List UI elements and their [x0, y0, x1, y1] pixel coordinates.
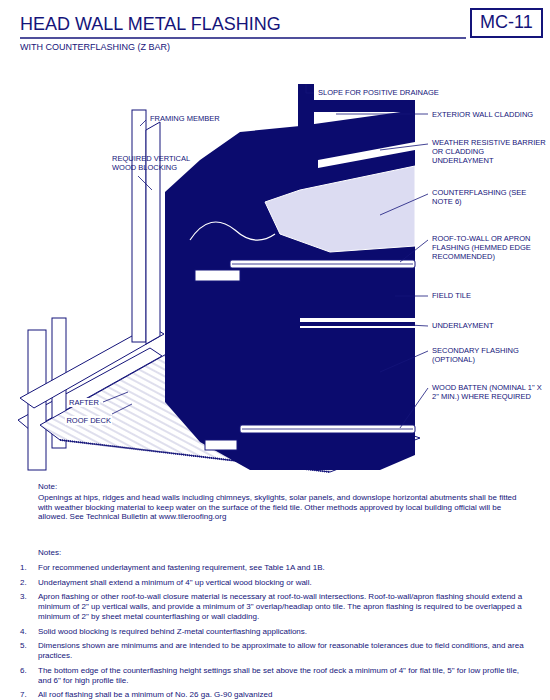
hem-line [242, 429, 413, 430]
drawing-title: HEAD WALL METAL FLASHING [20, 14, 281, 36]
leader-line [140, 120, 146, 126]
exterior-wall-cladding [298, 84, 314, 202]
note-text: The bottom edge of the counterflashing h… [38, 666, 528, 686]
leader-lines [103, 84, 428, 428]
leader-line [336, 114, 428, 115]
callout-label: ROOF-TO-WALL OR APRON FLASHING (HEMMED E… [432, 234, 546, 261]
wood-batten [195, 270, 240, 281]
exterior-wall-cladding [314, 100, 415, 112]
note-text: Openings at hips, ridges and head walls … [38, 493, 528, 522]
callout-label: SLOPE FOR POSITIVE DRAINAGE [318, 88, 518, 97]
callout-label: RAFTER [68, 398, 100, 407]
leader-line [400, 388, 428, 428]
leader-line [112, 404, 132, 414]
note-text: Dimensions shown are minimums and are in… [38, 641, 528, 661]
sheet-number: MC-11 [480, 12, 533, 34]
field-tile-edge [300, 318, 415, 322]
note-number: 7. [20, 690, 36, 700]
note-number: 3. [20, 592, 36, 602]
underlayment [300, 326, 415, 328]
sheet-number-box: MC-11 [470, 8, 543, 38]
subtitle: WITH COUNTERFLASHING (Z BAR) [20, 42, 320, 53]
notes-heading: Notes: [38, 548, 138, 558]
note-text: Solid wood blocking is required behind Z… [38, 627, 528, 637]
callout-label: REQUIRED VERTICAL WOOD BLOCKING [112, 154, 200, 172]
note-number: 4. [20, 627, 36, 637]
callout-label: WOOD BATTEN (NOMINAL 1" X 2" MIN.) WHERE… [432, 383, 546, 401]
note-text: Underlayment shall extend a minimum of 4… [38, 578, 528, 588]
note-text: All roof flashing shall be a minimum of … [38, 690, 528, 700]
weather-resistive-barrier [318, 142, 415, 168]
leader-line [395, 296, 428, 297]
leader-line [138, 176, 152, 190]
note-number: 2. [20, 578, 36, 588]
leader-line [306, 84, 314, 93]
hem-line [232, 264, 413, 265]
apron-flashing-hem [230, 260, 415, 268]
leader-line [400, 240, 428, 262]
note-number: 6. [20, 666, 36, 676]
secondary-flashing [240, 425, 415, 433]
counterflashing [265, 166, 415, 252]
callout-label: COUNTERFLASHING (SEE NOTE 6) [432, 188, 546, 206]
callout-label: EXTERIOR WALL CLADDING [432, 110, 546, 119]
note-number: 1. [20, 563, 36, 573]
callout-label: FIELD TILE [432, 291, 546, 300]
callout-label: UNDERLAYMENT [432, 321, 546, 330]
note-text: For recommened underlayment and fastenin… [38, 563, 528, 573]
callout-label: ROOF DECK [65, 416, 112, 425]
tile-profile [190, 222, 275, 240]
wood-batten [205, 440, 237, 450]
leader-line [380, 194, 428, 215]
callout-label: FRAMING MEMBER [150, 114, 270, 123]
callout-label: SECONDARY FLASHING (OPTIONAL) [432, 346, 546, 364]
note-text: Apron flashing or other roof-to-wall clo… [38, 592, 528, 621]
leader-line [380, 351, 428, 372]
leader-line [380, 144, 428, 150]
leader-line [390, 324, 428, 326]
leader-line [103, 392, 128, 402]
note-number: 5. [20, 641, 36, 651]
title-rule [20, 37, 466, 39]
callout-label: WEATHER RESISTIVE BARRIER OR CLADDING UN… [432, 138, 546, 165]
note-heading: Note: [38, 482, 138, 492]
flashing-assembly [165, 110, 415, 470]
framing-member [132, 110, 146, 342]
